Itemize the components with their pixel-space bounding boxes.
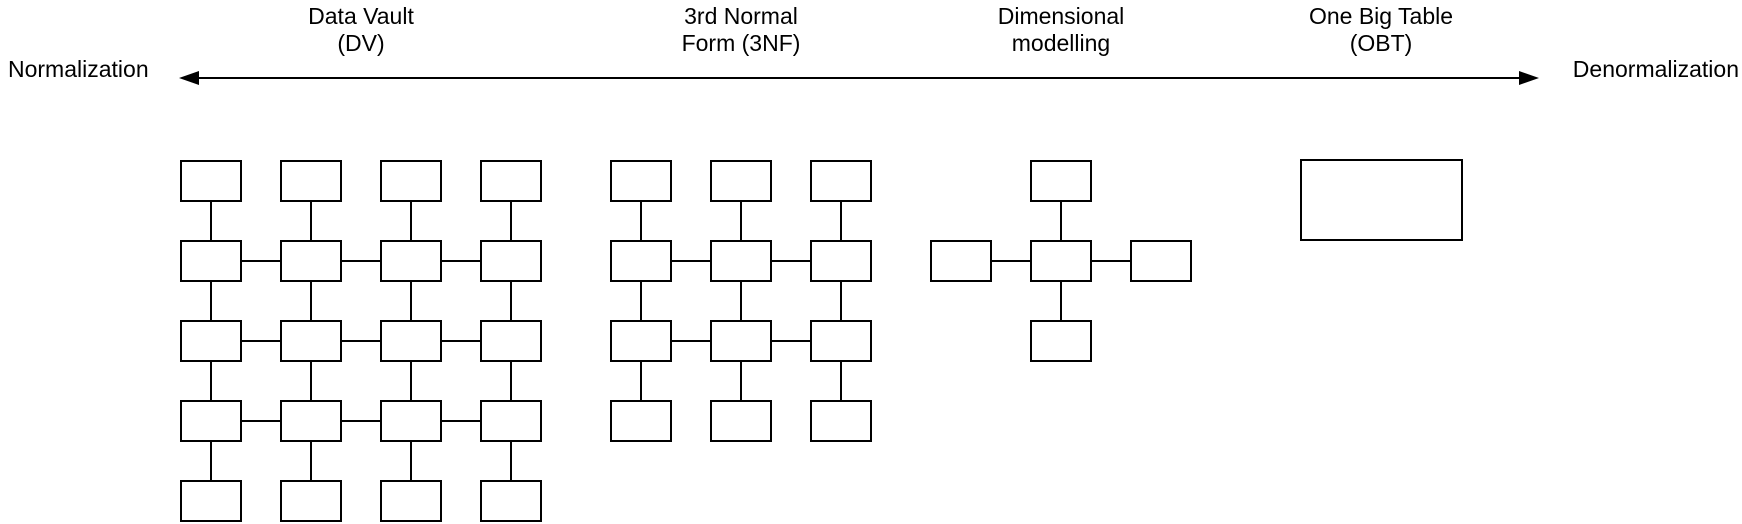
table-box (180, 400, 242, 442)
approach-label-line2: Form (3NF) (681, 30, 801, 56)
table-box (280, 480, 342, 522)
table-box (610, 320, 672, 362)
spectrum-arrow-head-left (179, 71, 199, 85)
table-box (480, 480, 542, 522)
table-box (180, 480, 242, 522)
table-box (710, 320, 772, 362)
table-box (480, 160, 542, 202)
table-box (380, 240, 442, 282)
table-box (380, 160, 442, 202)
table-box (380, 400, 442, 442)
approach-label-line2: (DV) (337, 30, 385, 56)
table-box (1030, 160, 1092, 202)
table-box (180, 320, 242, 362)
approach-label-dimensional: Dimensional modelling (998, 3, 1125, 57)
table-box (1030, 240, 1092, 282)
table-box (810, 400, 872, 442)
table-box (710, 160, 772, 202)
approach-label-data-vault: Data Vault (DV) (308, 3, 414, 57)
table-box (810, 160, 872, 202)
approach-label-obt: One Big Table (OBT) (1309, 3, 1453, 57)
table-box (810, 240, 872, 282)
approach-label-line1: Data Vault (308, 3, 414, 29)
table-box (610, 160, 672, 202)
approach-label-line1: 3rd Normal (684, 3, 798, 29)
table-box (710, 240, 772, 282)
table-box (1130, 240, 1192, 282)
table-box (380, 320, 442, 362)
approach-label-3nf: 3rd Normal Form (3NF) (682, 3, 801, 57)
approach-label-line2: (OBT) (1349, 30, 1413, 56)
spectrum-arrow-head-right (1519, 71, 1539, 85)
table-box (180, 240, 242, 282)
table-box (280, 400, 342, 442)
denormalization-label: Denormalization (1572, 56, 1739, 82)
table-box (810, 320, 872, 362)
normalization-label: Normalization (8, 56, 149, 82)
table-box (380, 480, 442, 522)
table-box (180, 160, 242, 202)
table-box (280, 160, 342, 202)
approach-label-line1: One Big Table (1308, 3, 1454, 29)
table-box (480, 240, 542, 282)
approach-label-line1: Dimensional (997, 3, 1125, 29)
table-box (1300, 159, 1463, 241)
approach-label-line2: modelling (1011, 30, 1111, 56)
table-box (480, 320, 542, 362)
table-box (930, 240, 992, 282)
table-box (280, 320, 342, 362)
table-box (480, 400, 542, 442)
table-box (610, 400, 672, 442)
table-box (710, 400, 772, 442)
table-box (610, 240, 672, 282)
table-box (280, 240, 342, 282)
table-box (1030, 320, 1092, 362)
